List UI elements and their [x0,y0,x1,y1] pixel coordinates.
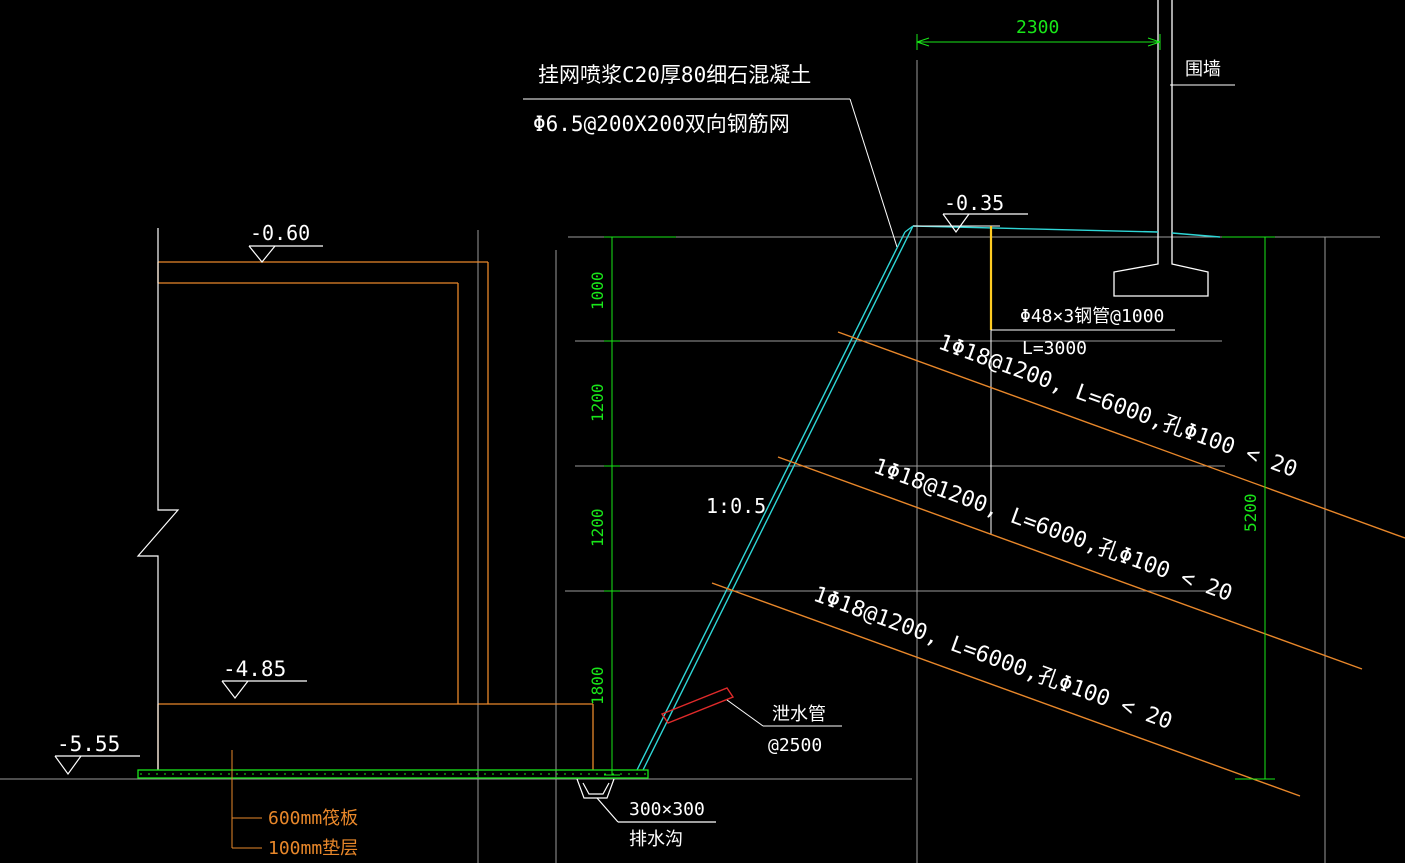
soil-nail-1 [837,331,1405,539]
drainage-ditch [576,778,716,823]
wall-name-text: 围墙 [1185,59,1221,80]
drain-pipe [660,687,842,727]
elevation-marker-raft [221,680,307,699]
soil-nail-2 [777,456,1363,670]
steel-pipe-length-text: L=3000 [1022,338,1087,359]
right-dimension-total [1222,236,1275,780]
shotcrete-spec-line1: 挂网喷浆C20厚80细石混凝土 [538,63,811,87]
left-dimension-chain [604,236,676,776]
slope-ratio-text: 1:0.5 [706,494,766,518]
ditch-name-text: 排水沟 [629,829,683,850]
soil-nail-3 [711,582,1301,797]
steel-pipe [989,226,1175,535]
shotcrete-spec-line2: Φ6.5@200X200双向钢筋网 [533,112,790,136]
steel-pipe-spec-text: Φ48×3钢管@1000 [1020,306,1164,327]
reference-grid [0,60,1380,863]
soil-nail-1-spec: 1Φ18@1200, L=6000,孔Φ100 < 20 [935,330,1300,483]
elevation-raft-text: -4.85 [223,657,286,681]
elevation-marker-top [942,213,1028,234]
cushion-layer [137,769,649,779]
raft-thickness-text: 600mm筏板 [268,808,358,829]
dim-text-5200: 5200 [1241,493,1260,532]
shotcrete-leader [523,98,898,248]
wall-offset-dimension [916,34,1161,50]
basement-structure [157,261,594,770]
ground-surface [912,225,1221,238]
elevation-marker-basement [248,245,323,263]
elevation-marker-bottom [54,755,140,776]
raft-label-leader [231,750,262,849]
drain-pipe-spacing-text: @2500 [768,735,822,756]
dim-text-1200-b: 1200 [588,508,607,547]
elevation-top-text: -0.35 [944,191,1004,215]
dim-text-1800: 1800 [588,666,607,705]
dim-text-1000: 1000 [588,271,607,310]
ditch-size-text: 300×300 [629,799,705,820]
elevation-basement-text: -0.60 [250,221,310,245]
break-line [136,228,180,770]
drain-pipe-name-text: 泄水管 [772,704,826,725]
soil-nail-2-spec: 1Φ18@1200, L=6000,孔Φ100 < 20 [870,454,1235,607]
soil-nail-3-spec: 1Φ18@1200, L=6000,孔Φ100 < 20 [810,582,1175,735]
wall-offset-dim-text: 2300 [1016,17,1059,38]
dim-text-1200-a: 1200 [588,383,607,422]
boundary-wall [1113,0,1209,297]
elevation-bottom-text: -5.55 [57,732,120,756]
wall-label: 围墙 [1170,59,1235,86]
cushion-thickness-text: 100mm垫层 [268,838,358,859]
slope-face [636,225,914,771]
